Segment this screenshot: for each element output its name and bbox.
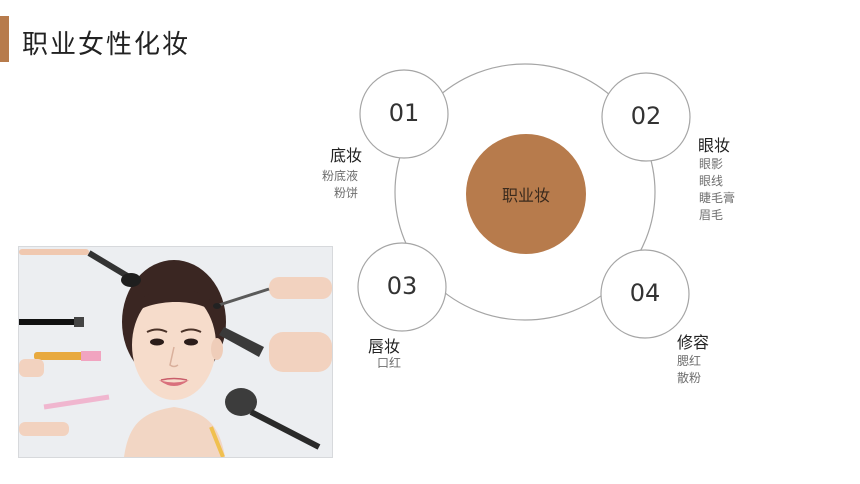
group-item: 口红: [377, 356, 402, 370]
group-items-03: 口红: [377, 355, 401, 372]
center-label: 职业妆: [501, 186, 550, 205]
title-accent-bar: [0, 16, 9, 62]
group-heading-04: 修容: [677, 333, 710, 352]
group-item: 腮红: [677, 354, 702, 368]
node-number-02: 02: [630, 102, 662, 130]
group-items-04: 腮红 散粉: [677, 353, 701, 387]
center-circle: [466, 134, 586, 254]
group-item: 粉底液: [321, 169, 358, 183]
makeup-photo: [18, 246, 333, 458]
group-heading-03: 唇妆: [368, 337, 401, 356]
group-item: 眉毛: [699, 208, 724, 222]
node-circle-03: [357, 242, 447, 332]
node-circle-04: [600, 249, 690, 339]
group-item: 散粉: [677, 371, 702, 385]
group-item: 眼线: [699, 174, 724, 188]
group-heading-02: 眼妆: [698, 136, 731, 155]
group-item: 粉饼: [333, 186, 358, 200]
page-title: 职业女性化妆: [22, 30, 191, 60]
group-items-02: 眼影 眼线 睫毛膏 眉毛: [699, 156, 735, 224]
outer-ring: [394, 63, 656, 321]
group-items-01: 粉底液 粉饼: [300, 168, 358, 202]
node-number-04: 04: [629, 279, 661, 307]
node-number-03: 03: [386, 272, 418, 300]
group-item: 睫毛膏: [699, 191, 736, 205]
node-number-01: 01: [388, 99, 420, 127]
node-circle-02: [601, 72, 691, 162]
group-item: 眼影: [699, 157, 724, 171]
group-heading-01: 底妆: [330, 146, 363, 165]
node-circle-01: [359, 69, 449, 159]
